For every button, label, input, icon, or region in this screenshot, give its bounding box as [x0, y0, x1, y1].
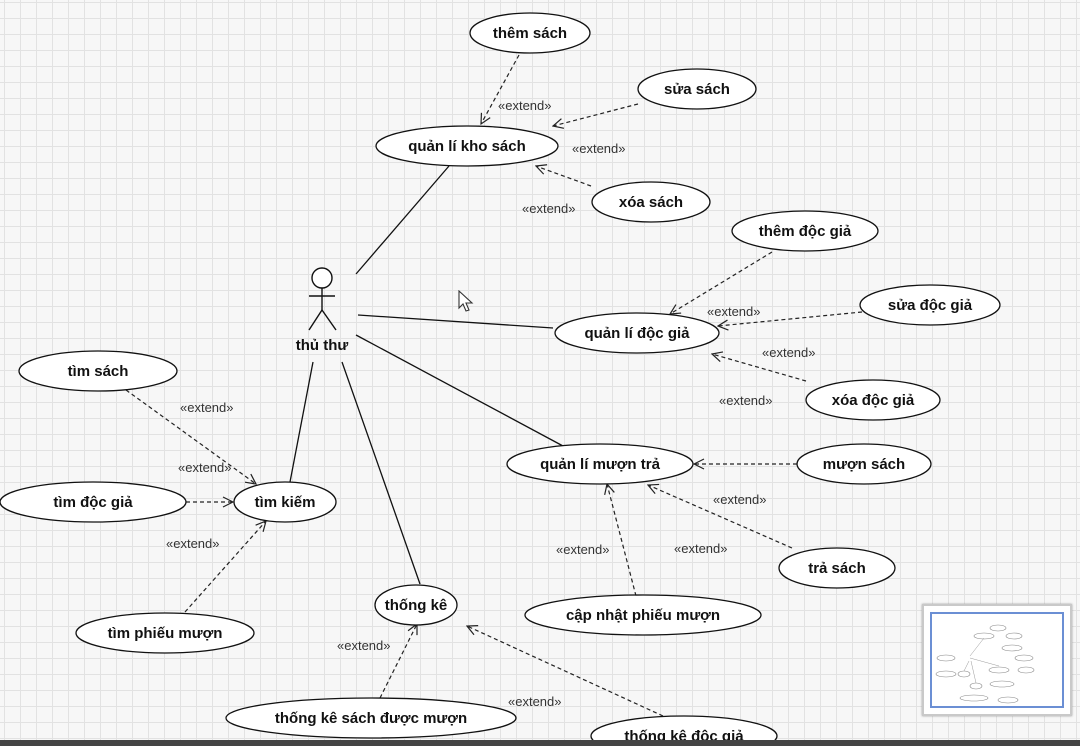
extend-label: «extend» [337, 638, 391, 653]
extend-labels: «extend» «extend» «extend» «extend» «ext… [166, 98, 816, 709]
use-case-label: sửa độc giả [888, 297, 973, 314]
association-quan-li-muon-tra[interactable] [355, 334, 564, 447]
association-thong-ke[interactable] [341, 361, 421, 585]
extend-arrow-tim-sach[interactable] [125, 389, 256, 484]
use-case-tim-doc-gia[interactable]: tìm độc giả [0, 481, 187, 523]
use-case-label: tìm sách [68, 363, 129, 380]
extend-arrow-thong-ke-sach-duoc-muon[interactable] [379, 624, 417, 699]
extend-label: «extend» [180, 400, 234, 415]
use-case-sua-sach[interactable]: sửa sách [637, 68, 757, 110]
use-case-them-doc-gia[interactable]: thêm độc giả [731, 210, 879, 252]
use-case-label: tìm phiếu mượn [108, 625, 223, 642]
extend-label: «extend» [508, 694, 562, 709]
use-case-label: thêm sách [493, 25, 567, 42]
use-case-quan-li-muon-tra[interactable]: quản lí mượn trả [506, 443, 694, 485]
use-case-tim-sach[interactable]: tìm sách [18, 350, 178, 392]
extend-arrow-tra-sach[interactable] [648, 485, 793, 549]
minimap-navigator[interactable] [922, 604, 1072, 716]
extend-arrow-them-doc-gia[interactable] [670, 251, 773, 314]
extend-label: «extend» [522, 201, 576, 216]
minimap-viewport[interactable] [930, 612, 1064, 708]
extend-arrow-cap-nhat-phieu-muon[interactable] [607, 484, 637, 597]
extend-label: «extend» [498, 98, 552, 113]
extend-label: «extend» [572, 141, 626, 156]
mouse-cursor-icon [458, 290, 474, 312]
use-case-thong-ke[interactable]: thống kê [374, 584, 458, 626]
use-case-label: thêm độc giả [759, 223, 852, 240]
use-case-quan-li-kho-sach[interactable]: quản lí kho sách [375, 125, 559, 167]
association-tim-kiem[interactable] [289, 361, 314, 483]
extend-arrow-them-sach[interactable] [481, 54, 520, 124]
extend-label: «extend» [707, 304, 761, 319]
use-case-label: mượn sách [823, 456, 905, 473]
extend-arrow-sua-sach[interactable] [553, 103, 639, 126]
extend-label: «extend» [762, 345, 816, 360]
use-case-label: thống kê [385, 597, 448, 614]
extend-dependencies [125, 54, 863, 717]
association-quan-li-doc-gia[interactable] [357, 314, 554, 329]
extend-label: «extend» [166, 536, 220, 551]
use-case-tim-phieu-muon[interactable]: tìm phiếu mượn [75, 612, 255, 654]
actor-label: thủ thư [296, 337, 349, 354]
extend-arrow-xoa-doc-gia[interactable] [712, 354, 807, 382]
use-case-xoa-sach[interactable]: xóa sách [591, 181, 711, 223]
actor-left-leg [308, 309, 323, 331]
actor-head [311, 267, 333, 289]
use-case-label: quản lí kho sách [408, 138, 526, 155]
extend-label: «extend» [719, 393, 773, 408]
extend-arrow-tim-phieu-muon[interactable] [184, 521, 266, 613]
use-cases: thêm sách sửa sách quản lí kho sách xóa … [0, 12, 1001, 746]
use-case-label: quản lí mượn trả [540, 456, 661, 473]
use-case-thong-ke-sach-duoc-muon[interactable]: thống kê sách được mượn [225, 697, 517, 739]
use-case-them-sach[interactable]: thêm sách [469, 12, 591, 54]
extend-arrow-thong-ke-doc-gia[interactable] [467, 626, 664, 717]
extend-label: «extend» [178, 460, 232, 475]
use-case-label: sửa sách [664, 81, 730, 98]
association-lines [289, 165, 564, 585]
use-case-quan-li-doc-gia[interactable]: quản lí độc giả [554, 312, 720, 354]
extend-arrow-xoa-sach[interactable] [536, 166, 592, 187]
extend-label: «extend» [556, 542, 610, 557]
minimap-preview [935, 624, 1035, 704]
extend-label: «extend» [713, 492, 767, 507]
extend-arrow-sua-doc-gia[interactable] [718, 311, 863, 326]
use-case-label: xóa độc giả [832, 392, 915, 409]
actor-right-leg [321, 309, 337, 331]
use-case-muon-sach[interactable]: mượn sách [796, 443, 932, 485]
use-case-sua-doc-gia[interactable]: sửa độc giả [859, 284, 1001, 326]
association-quan-li-kho-sach[interactable] [355, 165, 450, 275]
use-case-cap-nhat-phieu-muon[interactable]: cập nhật phiếu mượn [524, 594, 762, 636]
extend-label: «extend» [674, 541, 728, 556]
use-case-tim-kiem[interactable]: tìm kiếm [233, 481, 337, 523]
use-case-label: tìm kiếm [255, 494, 316, 511]
use-case-tra-sach[interactable]: trả sách [778, 547, 896, 589]
use-case-label: cập nhật phiếu mượn [566, 607, 720, 624]
use-case-label: quản lí độc giả [584, 325, 690, 342]
use-case-label: xóa sách [619, 194, 683, 211]
use-case-label: thống kê sách được mượn [275, 710, 467, 727]
use-case-xoa-doc-gia[interactable]: xóa độc giả [805, 379, 941, 421]
use-case-label: trả sách [808, 560, 866, 577]
actor-thu-thu[interactable] [308, 267, 337, 331]
use-case-label: tìm độc giả [53, 494, 133, 511]
bottom-edge-bar [0, 740, 1080, 746]
